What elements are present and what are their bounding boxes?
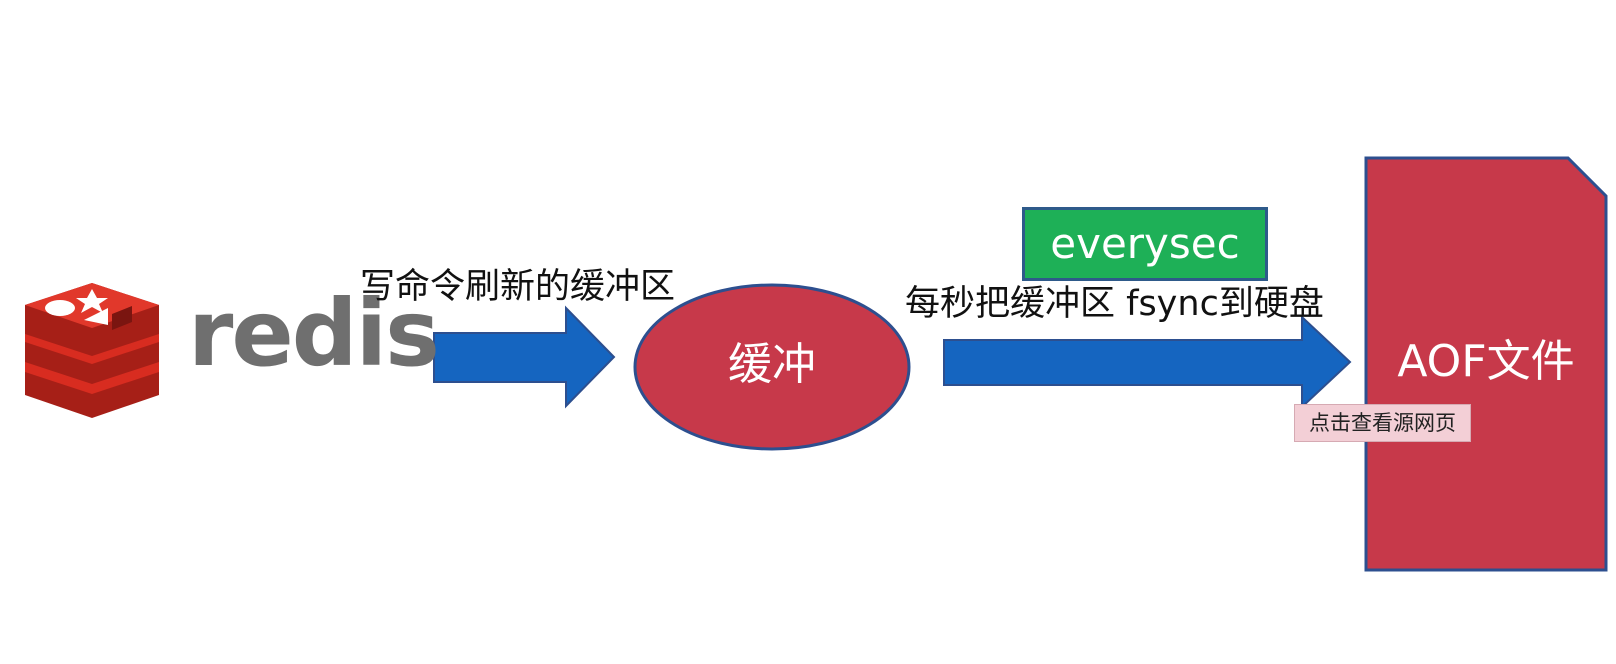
buffer-label: 缓冲 <box>728 339 816 390</box>
arrow-fsync-to-disk <box>943 314 1352 410</box>
everysec-badge: everysec <box>1022 207 1268 281</box>
aof-file-label: AOF文件 <box>1397 336 1575 387</box>
fsync-label: 每秒把缓冲区 fsync到硬盘 <box>905 284 1324 324</box>
buffer-node <box>633 283 911 451</box>
redis-logo-text: redis <box>188 280 440 387</box>
redis-logo-icon <box>25 283 159 418</box>
view-source-tooltip[interactable]: 点击查看源网页 <box>1294 404 1471 442</box>
arrow-write-to-buffer <box>433 305 616 409</box>
write-command-label: 写命令刷新的缓冲区 <box>360 267 676 307</box>
aof-file-icon <box>1364 156 1608 572</box>
